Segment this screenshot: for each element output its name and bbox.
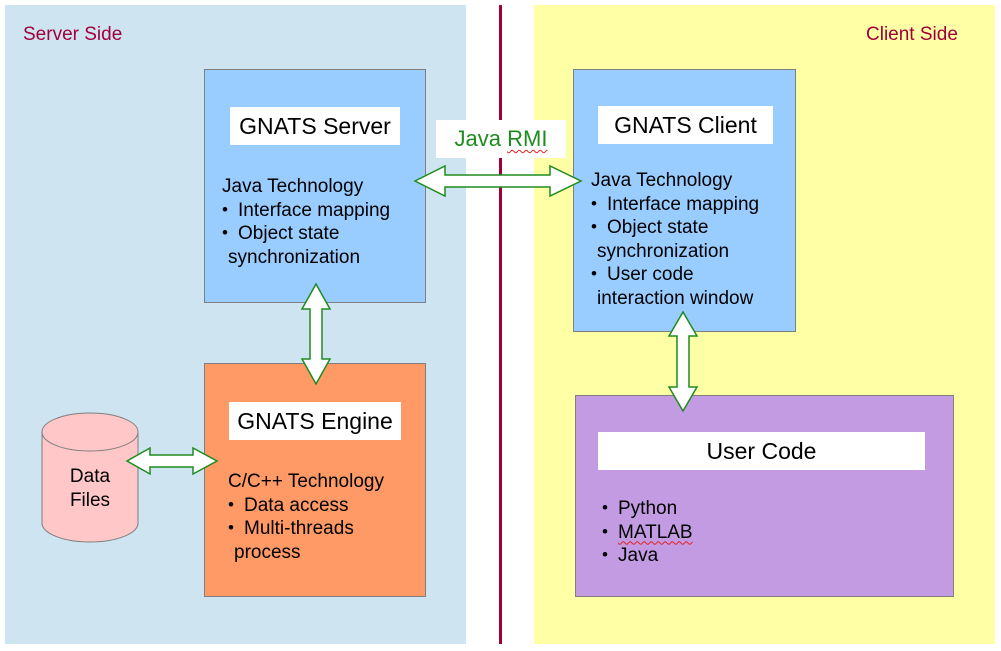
server-engine-double-arrow [300,282,332,386]
data-files-label-line: Files [69,489,111,511]
side-divider [499,5,502,644]
user-code-language: MATLAB [602,520,693,545]
gnats-client-box: GNATS Client Java Technology Interface m… [573,69,796,332]
client-usercode-double-arrow [667,310,699,413]
gnats-engine-tech: C/C++ Technology [228,471,384,492]
gnats-engine-box: GNATS Engine C/C++ Technology Data acces… [204,363,426,597]
rmi-double-arrow [413,164,583,198]
datafiles-engine-double-arrow [125,446,219,476]
user-code-box: User Code Python MATLAB Java [575,395,954,597]
gnats-client-details: Java Technology Interface mapping Object… [591,169,759,310]
gnats-client-bullet-continuation: synchronization [597,240,730,262]
gnats-server-box: GNATS Server Java Technology Interface m… [204,69,426,303]
java-rmi-label-prefix: Java [454,126,508,151]
gnats-client-title: GNATS Client [598,106,773,144]
gnats-client-bullet: Interface mapping [591,192,759,217]
gnats-server-title: GNATS Server [230,107,400,145]
gnats-server-bullet: Interface mapping [222,198,390,223]
data-files-label: Data Files [42,465,138,512]
client-side-label: Client Side [866,24,958,45]
java-rmi-label-rmi: RMI [507,126,548,151]
gnats-client-bullet: User code [591,262,759,287]
gnats-server-tech: Java Technology [222,176,364,197]
gnats-engine-bullet: Data access [228,493,384,518]
gnats-server-bullet: Object state [222,221,390,246]
user-code-title: User Code [598,432,925,470]
gnats-engine-title: GNATS Engine [229,402,401,440]
gnats-client-bullet: Object state [591,215,759,240]
gnats-engine-bullet-continuation: process [234,541,301,563]
gnats-server-details: Java Technology Interface mapping Object… [222,175,390,269]
data-files-label-line: Data [69,466,111,487]
data-files-cylinder [41,412,139,543]
gnats-server-bullet-continuation: synchronization [228,246,361,268]
user-code-language: Python [602,496,693,521]
user-code-languages: Python MATLAB Java [602,496,693,568]
java-rmi-label: Java RMI [436,120,566,158]
gnats-client-tech: Java Technology [591,170,733,191]
user-code-language: Java [602,543,693,568]
gnats-client-bullet-continuation: interaction window [597,287,754,309]
server-side-label: Server Side [23,24,123,45]
gnats-engine-bullet: Multi-threads [228,516,384,541]
gnats-engine-details: C/C++ Technology Data access Multi-threa… [228,470,384,564]
